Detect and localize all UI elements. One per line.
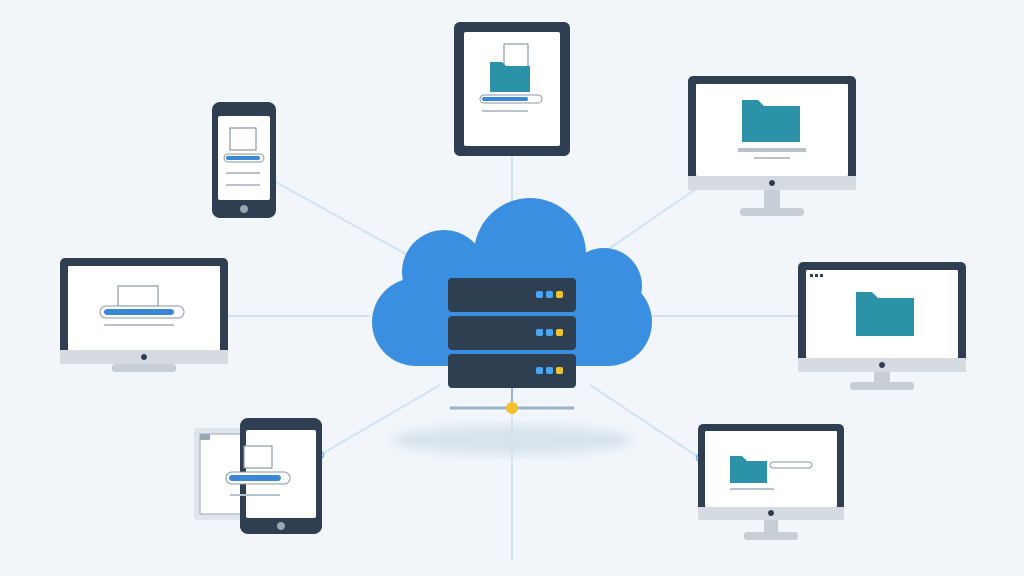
hub-shadow <box>392 426 632 454</box>
server-unit <box>448 278 576 312</box>
folder-icon <box>742 100 800 142</box>
folder-icon <box>856 292 914 336</box>
folder-icon <box>730 456 767 483</box>
server-unit <box>448 316 576 350</box>
cloud-server-hub <box>372 198 652 454</box>
device-monitor-bottom-right <box>698 424 844 540</box>
device-monitor-right <box>798 262 966 390</box>
server-unit <box>448 354 576 388</box>
progress-fill <box>229 475 281 481</box>
progress-fill <box>482 97 528 101</box>
document-icon <box>117 285 159 307</box>
progress-fill <box>104 309 174 315</box>
document-icon <box>243 445 273 469</box>
progress-fill <box>226 156 260 160</box>
device-phone <box>212 102 276 218</box>
folder-icon <box>490 62 530 92</box>
document-icon <box>229 127 257 151</box>
server-rack-icon <box>448 278 576 388</box>
connector-phone <box>271 179 421 263</box>
device-laptop-and-phone <box>194 418 322 534</box>
device-monitor-top-right <box>688 76 856 216</box>
hub-dot <box>506 402 518 414</box>
connector-laptop-phone <box>319 384 441 456</box>
device-monitor-left <box>60 258 228 372</box>
window-dots-icon <box>810 274 823 277</box>
device-tablet <box>454 22 570 156</box>
connector-monitor-bottom-right <box>589 384 701 459</box>
